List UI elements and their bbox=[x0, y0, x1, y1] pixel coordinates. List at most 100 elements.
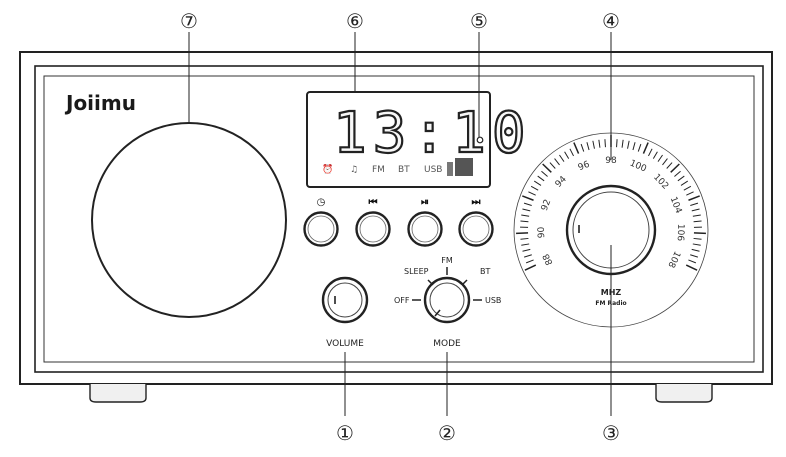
mode-off-label: OFF bbox=[394, 296, 410, 305]
dial-tick bbox=[520, 220, 529, 223]
dial-tick bbox=[523, 202, 532, 206]
dial-tick bbox=[632, 142, 636, 151]
clock-button[interactable] bbox=[303, 211, 339, 247]
dial-tick bbox=[692, 214, 701, 217]
mode-fm-label: FM bbox=[441, 256, 453, 265]
dial-tick bbox=[683, 185, 692, 191]
dial-tick bbox=[521, 214, 530, 217]
next-button-ring bbox=[462, 215, 490, 243]
volume-knob[interactable] bbox=[321, 276, 369, 324]
callout-3: ③ bbox=[602, 421, 620, 445]
dial-ticks bbox=[516, 135, 706, 271]
speaker-grille bbox=[91, 122, 287, 318]
clock-icon: ◷ bbox=[317, 197, 326, 208]
dial-scale-number: 100 bbox=[628, 159, 648, 175]
left-foot bbox=[89, 384, 147, 403]
dial-tick bbox=[693, 237, 702, 240]
dial-tick bbox=[648, 148, 653, 157]
dial-tick bbox=[528, 191, 536, 196]
bt-indicator: BT bbox=[398, 165, 410, 175]
dial-tick bbox=[598, 139, 601, 148]
play-pause-button[interactable] bbox=[407, 211, 443, 247]
dial-tick bbox=[688, 195, 700, 201]
dial-tick bbox=[652, 151, 658, 159]
dial-tick bbox=[580, 143, 585, 152]
dial-tick bbox=[523, 254, 532, 258]
dial-tick bbox=[670, 163, 680, 173]
display-dot bbox=[476, 136, 484, 144]
dial-scale-number: 106 bbox=[675, 224, 686, 242]
volume-label: VOLUME bbox=[326, 339, 364, 349]
dial-tick bbox=[525, 259, 534, 264]
dial-tick bbox=[604, 139, 606, 148]
dial-scale-number: 96 bbox=[577, 160, 592, 174]
dial-tick bbox=[542, 163, 552, 173]
dial-tick bbox=[559, 154, 565, 162]
mode-sleep-label: SLEEP bbox=[404, 267, 429, 276]
callout-7: ⑦ bbox=[180, 9, 198, 33]
mode-knob-pointer bbox=[434, 309, 441, 317]
dial-tick bbox=[657, 154, 663, 162]
dial-tick bbox=[541, 170, 548, 177]
dial-tick bbox=[662, 158, 668, 166]
dial-tick bbox=[674, 170, 681, 177]
volume-knob-ring bbox=[327, 282, 363, 318]
mode-knob[interactable] bbox=[423, 276, 471, 324]
dial-tick bbox=[690, 254, 699, 258]
dial-tick bbox=[530, 185, 539, 191]
next-button[interactable] bbox=[458, 211, 494, 247]
callout-2: ② bbox=[438, 421, 456, 445]
dial-tick bbox=[637, 143, 642, 152]
mode-label: MODE bbox=[433, 339, 461, 349]
cabinet-outer bbox=[19, 51, 773, 385]
dial-tick bbox=[621, 139, 624, 148]
play-pause-icon: ⏯ bbox=[421, 197, 429, 208]
right-foot bbox=[655, 384, 713, 403]
dial-tick bbox=[691, 208, 700, 212]
battery-icon bbox=[447, 158, 473, 176]
dial-scale-number: 92 bbox=[540, 198, 553, 212]
dial-tick bbox=[688, 259, 697, 264]
dial-tick bbox=[522, 195, 534, 201]
callout-4: ④ bbox=[602, 9, 620, 33]
cabinet-inner bbox=[34, 65, 764, 373]
dial-tick bbox=[691, 248, 700, 252]
dial-scale-number: 94 bbox=[554, 174, 569, 189]
dial-tick bbox=[522, 248, 531, 252]
dial-tick bbox=[521, 243, 530, 246]
dial-tick bbox=[592, 140, 595, 149]
callout-5: ⑤ bbox=[470, 9, 488, 33]
dial-tick bbox=[549, 162, 556, 169]
lcd-time: 13:10 bbox=[333, 101, 532, 166]
dial-tick bbox=[627, 140, 630, 149]
alarm-indicator-icon: ⏰ bbox=[322, 163, 333, 175]
fm-indicator: FM bbox=[372, 165, 385, 175]
dial-scale-number: 88 bbox=[541, 252, 555, 267]
dial-tick bbox=[520, 237, 529, 240]
dial-tick bbox=[564, 151, 570, 159]
previous-icon: ⏮ bbox=[369, 197, 378, 208]
dial-tick bbox=[692, 243, 701, 246]
brand-logo: Joiimu bbox=[64, 91, 136, 115]
next-icon: ⏭ bbox=[472, 197, 481, 208]
dial-tick bbox=[524, 264, 537, 271]
dial-tick bbox=[642, 142, 649, 154]
mode-bt-label: BT bbox=[480, 267, 490, 276]
previous-button-ring bbox=[359, 215, 387, 243]
dial-tick bbox=[573, 142, 580, 154]
dial-tick bbox=[586, 142, 590, 151]
dial-scale-number: 90 bbox=[537, 226, 547, 238]
dial-tick bbox=[569, 148, 574, 157]
mode-knob-ring bbox=[429, 282, 465, 318]
dial-tick bbox=[533, 180, 542, 186]
previous-button[interactable] bbox=[355, 211, 391, 247]
dial-tick bbox=[666, 162, 673, 169]
mode-tick-bt bbox=[461, 279, 468, 286]
dial-tick bbox=[616, 139, 618, 148]
dial-tick bbox=[522, 208, 531, 212]
music-indicator-icon: ♫ bbox=[350, 165, 358, 175]
lcd-display bbox=[306, 91, 491, 188]
dial-scale-number: 108 bbox=[665, 249, 681, 269]
dial-tick bbox=[554, 158, 560, 166]
dial-scale-number: 102 bbox=[651, 172, 670, 191]
